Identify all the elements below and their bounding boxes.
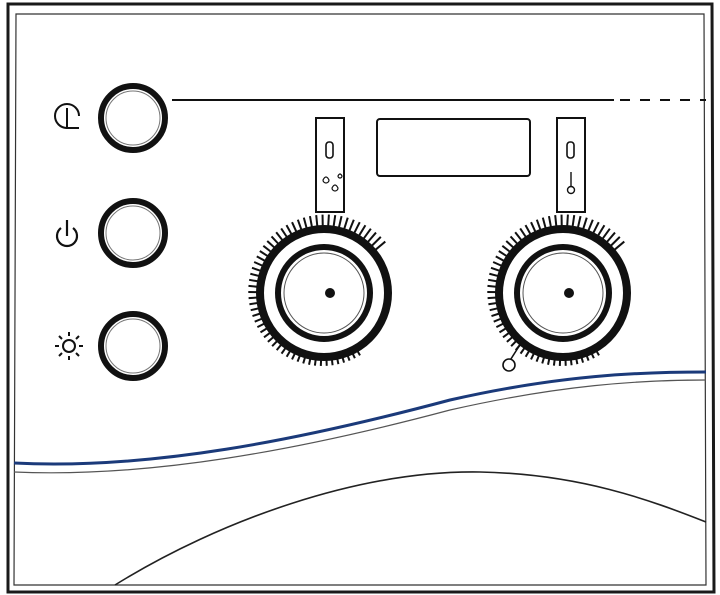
panel-inner-frame <box>13 13 707 586</box>
scale-tick <box>366 231 377 244</box>
hot-water-knob[interactable] <box>256 225 392 361</box>
scale-tick <box>566 214 569 228</box>
button-timer[interactable] <box>98 83 168 153</box>
scale-tick <box>370 236 382 248</box>
scale-tick <box>327 214 330 228</box>
scale-tick <box>576 215 582 229</box>
scale-tick <box>547 215 553 229</box>
scale-tick <box>605 231 616 244</box>
display-window <box>376 118 531 177</box>
wave-accent-band <box>13 370 707 466</box>
heating-min-marker <box>502 339 524 372</box>
scale-tick <box>554 215 558 228</box>
wave-lower-line <box>13 379 707 474</box>
thermometer-icon <box>566 172 576 195</box>
scale-tick <box>591 221 600 235</box>
button-power[interactable] <box>98 198 168 268</box>
scale-tick <box>352 221 361 235</box>
scale-tick <box>362 228 372 241</box>
scale-tick <box>342 217 349 231</box>
display-readout <box>378 120 530 175</box>
clock-icon <box>54 103 80 129</box>
button-reset[interactable] <box>98 311 168 381</box>
scale-tick <box>601 228 611 241</box>
water-drops-icon <box>322 173 343 192</box>
cover-curve <box>114 471 707 586</box>
hot-water-indicator <box>315 117 345 213</box>
heating-knob[interactable] <box>495 225 631 361</box>
scale-tick <box>586 219 594 233</box>
scale-tick <box>337 215 343 229</box>
scale-tick <box>612 240 625 252</box>
scale-tick <box>581 217 588 231</box>
scale-tick <box>308 215 314 229</box>
scale-tick <box>332 214 337 228</box>
scale-tick <box>357 224 367 238</box>
scale-tick <box>609 236 621 248</box>
sun-icon <box>55 332 83 360</box>
scale-tick <box>596 224 606 238</box>
scale-tick <box>347 219 355 233</box>
scale-tick <box>373 240 386 252</box>
heating-indicator <box>556 117 586 213</box>
scale-tick <box>571 214 576 228</box>
power-icon <box>55 220 79 248</box>
scale-tick <box>315 215 319 228</box>
